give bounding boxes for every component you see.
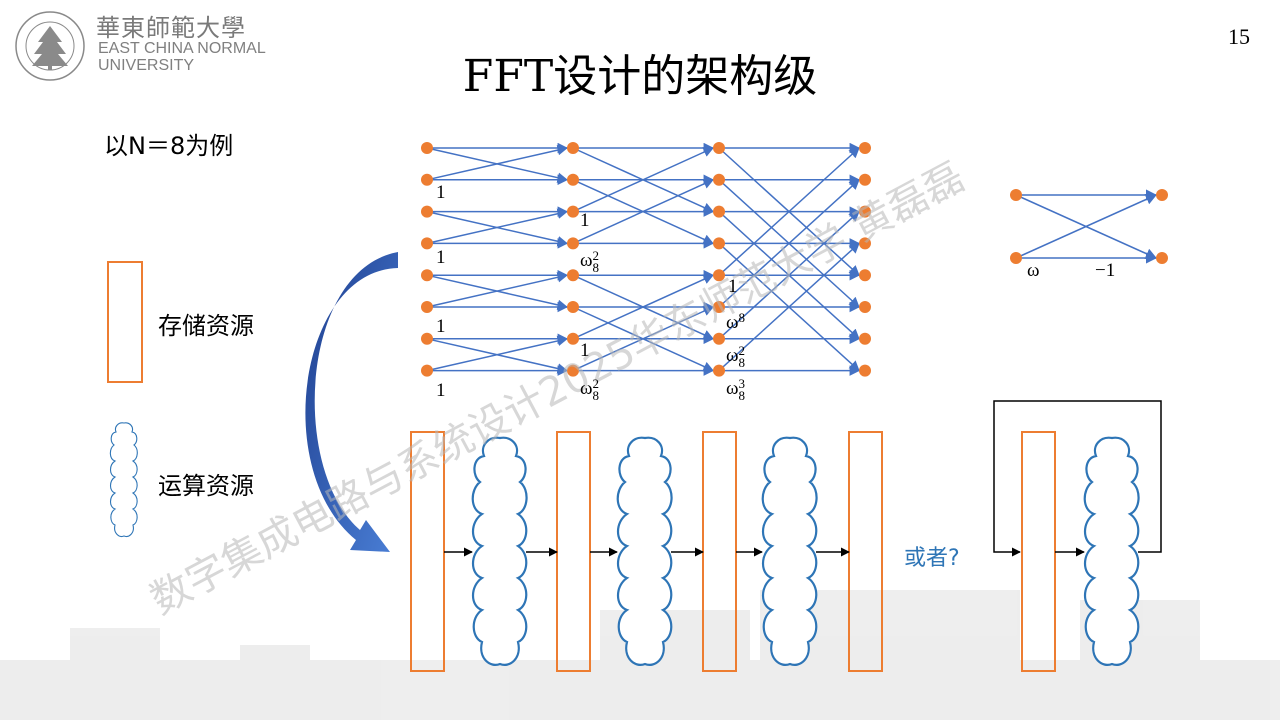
- weight-label: 1: [580, 340, 590, 361]
- pipeline-compute-3: [761, 436, 818, 667]
- butterfly-edge: [718, 179, 860, 308]
- butterfly-node: [567, 301, 579, 313]
- butterfly-node: [713, 332, 725, 345]
- butterfly-edge: [426, 144, 569, 181]
- butterfly-node: [421, 364, 433, 377]
- butterfly-edge: [426, 272, 569, 308]
- butterfly-node: [567, 205, 579, 218]
- feedback-loop: [993, 400, 1162, 557]
- weight-label: 1: [436, 247, 446, 268]
- butterfly-node: [859, 237, 871, 250]
- alternative-label: 或者?: [904, 546, 960, 571]
- university-logo: [12, 8, 88, 84]
- example-label: 以N＝8为例: [104, 132, 234, 160]
- butterfly-node: [859, 173, 871, 186]
- butterfly-node: [421, 332, 433, 345]
- single-butterfly-edge: [1015, 194, 1158, 259]
- iterative-compute: [1083, 436, 1140, 667]
- iterative-storage: [1021, 431, 1056, 672]
- butterfly-edge: [426, 335, 569, 372]
- single-butterfly: [1010, 189, 1168, 264]
- storage-legend-label: 存储资源: [158, 312, 254, 340]
- weight-label: 1: [436, 182, 446, 203]
- butterfly-edge: [718, 242, 860, 372]
- butterfly-node: [713, 205, 725, 218]
- butterfly-node: [567, 364, 579, 377]
- butterfly-node: [713, 173, 725, 186]
- butterfly-node: [713, 364, 725, 377]
- butterfly-node: [421, 205, 433, 218]
- butterfly-edges: [426, 142, 861, 376]
- butterfly-node: [859, 205, 871, 218]
- butterfly-node: [421, 301, 433, 313]
- butterfly-node: [859, 269, 871, 282]
- butterfly-node: [567, 142, 579, 154]
- butterfly-node: [713, 269, 725, 282]
- single-butterfly-node: [1010, 189, 1022, 201]
- butterfly-node: [859, 332, 871, 345]
- butterfly-node: [567, 269, 579, 282]
- butterfly-node: [421, 237, 433, 250]
- single-butterfly-negative: −1: [1095, 260, 1116, 281]
- butterfly-edge: [426, 208, 569, 245]
- butterfly-edge: [718, 147, 860, 276]
- butterfly-edge: [572, 306, 714, 372]
- butterfly-edge: [572, 147, 714, 213]
- butterfly-node: [713, 237, 725, 250]
- compute-legend-label: 运算资源: [158, 472, 254, 500]
- butterfly-node: [713, 301, 725, 313]
- butterfly-node: [421, 142, 433, 154]
- butterfly-edge: [572, 178, 714, 245]
- butterfly-node: [859, 301, 871, 313]
- university-name-en: EAST CHINA NORMAL UNIVERSITY: [98, 40, 266, 74]
- compute-legend-cloud: [109, 421, 139, 538]
- butterfly-nodes: [421, 142, 871, 377]
- butterfly-node: [567, 332, 579, 345]
- butterfly-node: [859, 364, 871, 377]
- butterfly-edge: [572, 274, 714, 340]
- butterfly-node: [859, 142, 871, 154]
- single-butterfly-twiddle: ω: [1027, 260, 1040, 281]
- single-butterfly-node: [1156, 189, 1168, 201]
- page-number: 15: [1228, 24, 1250, 49]
- butterfly-node: [421, 173, 433, 186]
- iterative-architecture: [993, 400, 1162, 672]
- weight-label: 1: [728, 276, 738, 297]
- weight-label: 1: [436, 380, 446, 401]
- pipeline: [410, 431, 883, 672]
- butterfly-edge: [718, 210, 860, 340]
- single-butterfly-node: [1010, 252, 1022, 264]
- pipeline-compute-2: [616, 436, 673, 667]
- university-seal-icon: [15, 11, 85, 81]
- weight-label: 1: [436, 316, 446, 337]
- weight-label: 1: [580, 210, 590, 231]
- butterfly-node: [567, 237, 579, 250]
- butterfly-node: [567, 173, 579, 186]
- butterfly-node: [713, 142, 725, 154]
- single-butterfly-node: [1156, 252, 1168, 264]
- storage-legend-box: [107, 261, 143, 383]
- pipeline-compute-1: [471, 436, 528, 667]
- butterfly-node: [421, 269, 433, 282]
- pipeline-storage-2: [556, 431, 591, 672]
- slide-title: FFT设计的架构级: [462, 51, 818, 102]
- university-name-cn: 華東師範大學: [96, 14, 246, 42]
